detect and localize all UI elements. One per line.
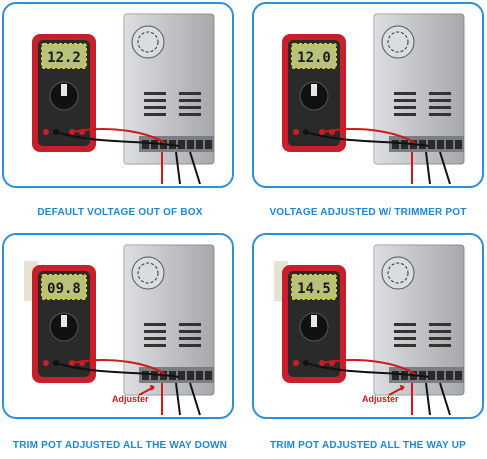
probe-wires bbox=[305, 128, 451, 185]
multimeter-reading: 12.2 bbox=[47, 50, 81, 66]
adjuster-label: Adjuster bbox=[362, 394, 399, 404]
photo-panel-adjusted: 12.0 bbox=[252, 2, 484, 188]
photo-panel-default: 12.2 bbox=[2, 2, 234, 188]
multimeter bbox=[282, 34, 346, 152]
probe-wires bbox=[55, 359, 201, 416]
probe-wires bbox=[55, 128, 201, 185]
multimeter-psu-photo: 14.5 Adjuster bbox=[274, 244, 465, 416]
caption-adjusted: VOLTAGE ADJUSTED W/ TRIMMER POT bbox=[269, 207, 467, 218]
caption-max: TRIM POT ADJUSTED ALL THE WAY UP bbox=[269, 440, 467, 451]
multimeter-psu-photo: 12.2 bbox=[32, 13, 215, 185]
adjuster-label: Adjuster bbox=[112, 394, 149, 404]
multimeter-psu-photo: 09.8 Adjuster bbox=[24, 244, 215, 416]
multimeter bbox=[24, 261, 96, 383]
multimeter bbox=[32, 34, 96, 152]
probe-wires bbox=[305, 359, 451, 416]
power-supply bbox=[123, 13, 215, 165]
multimeter-reading: 09.8 bbox=[47, 281, 81, 297]
power-supply bbox=[123, 244, 215, 396]
photo-panel-max: 14.5 Adjuster bbox=[252, 233, 484, 419]
caption-default: DEFAULT VOLTAGE OUT OF BOX bbox=[37, 207, 203, 218]
power-supply bbox=[373, 244, 465, 396]
photo-panel-min: 09.8 Adjuster bbox=[2, 233, 234, 419]
multimeter-reading: 14.5 bbox=[297, 281, 331, 297]
multimeter-reading: 12.0 bbox=[297, 50, 331, 66]
multimeter-psu-photo: 12.0 bbox=[282, 13, 465, 185]
caption-min: TRIM POT ADJUSTED ALL THE WAY DOWN bbox=[12, 440, 228, 451]
power-supply bbox=[373, 13, 465, 165]
